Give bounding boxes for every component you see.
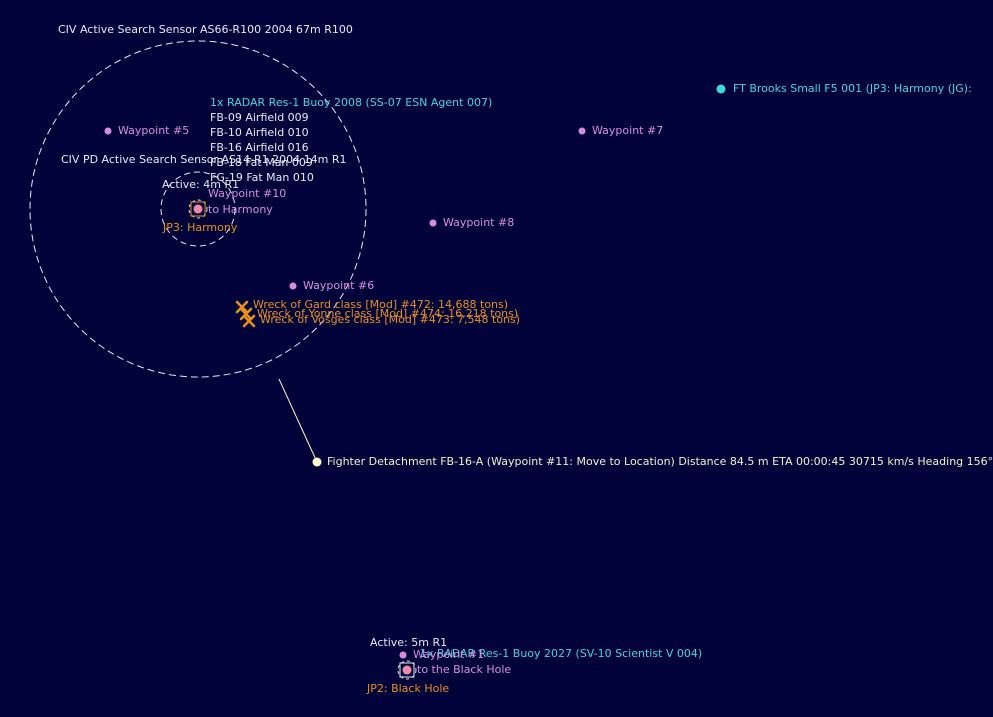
fleet-fb18-label[interactable]: FB-18 Fat Man 009	[210, 156, 313, 169]
waypoint-8-icon[interactable]	[429, 219, 437, 227]
harmony-active-label: Active: 4m R1	[162, 178, 240, 191]
fleet-fg19-label[interactable]: FG-19 Fat Man 010	[210, 171, 314, 184]
waypoint-6-icon[interactable]	[289, 282, 297, 290]
waypoint-10-label[interactable]: Waypoint #10	[208, 187, 287, 200]
wreck-vosges-label[interactable]: Wreck of Vosges class [Mod] #473: 7,548 …	[260, 313, 521, 326]
fleet-fb16-label[interactable]: FB-16 Airfield 016	[210, 141, 309, 154]
waypoint-7-icon[interactable]	[578, 127, 586, 135]
harmony-inner-ring	[188, 199, 208, 219]
civ-active-sensor-ring	[29, 40, 367, 378]
wreck-yonne-icon[interactable]	[239, 307, 253, 321]
tactical-map[interactable]	[0, 0, 965, 717]
waypoint-6-label[interactable]: Waypoint #6	[303, 279, 375, 292]
fleet-fb09-label[interactable]: FB-09 Airfield 009	[210, 111, 309, 124]
radar-buoy-2008-label[interactable]: 1x RADAR Res-1 Buoy 2008 (SS-07 ESN Agen…	[210, 96, 493, 109]
ft-brooks-contact-icon[interactable]	[716, 84, 726, 94]
waypoint-1-label[interactable]: Waypoint #1	[413, 648, 485, 661]
waypoint-1-icon[interactable]	[399, 651, 407, 659]
blackhole-active-label: Active: 5m R1	[370, 636, 448, 649]
wreck-yonne-label[interactable]: Wreck of Yonne class [Mod] #474: 16,218 …	[257, 307, 519, 320]
fighter-detachment-label[interactable]: Fighter Detachment FB-16-A (Waypoint #11…	[327, 455, 993, 468]
radar-buoy-2027-label[interactable]: 1x RADAR Res-1 Buoy 2027 (SV-10 Scientis…	[420, 647, 703, 660]
blackhole-inner-ring	[397, 660, 417, 680]
jump-point-blackhole-label[interactable]: JP2: Black Hole	[367, 682, 450, 695]
waypoint-8-label[interactable]: Waypoint #8	[443, 216, 515, 229]
fleet-fb10-label[interactable]: FB-10 Airfield 010	[210, 126, 309, 139]
waypoint-10-sub-label: to Harmony	[208, 203, 273, 216]
wreck-vosges-icon[interactable]	[242, 314, 256, 328]
wreck-gard-icon[interactable]	[235, 300, 249, 314]
waypoint-7-label[interactable]: Waypoint #7	[592, 124, 664, 137]
ft-brooks-label[interactable]: FT Brooks Small F5 001 (JP3: Harmony (JG…	[733, 82, 972, 95]
fighter-detachment-icon[interactable]	[312, 457, 322, 467]
civ-active-sensor-label: CIV Active Search Sensor AS66-R100 2004 …	[58, 23, 353, 36]
waypoint-5-label[interactable]: Waypoint #5	[118, 124, 190, 137]
wreck-gard-label[interactable]: Wreck of Gard class [Mod] #472: 14,688 t…	[253, 298, 509, 311]
jump-point-harmony-marker[interactable]	[190, 201, 206, 217]
jump-point-blackhole-marker[interactable]	[399, 662, 415, 678]
waypoint-5-icon[interactable]	[104, 127, 112, 135]
waypoint-1-sub-label: to the Black Hole	[417, 663, 512, 676]
jump-point-harmony-icon[interactable]	[193, 204, 203, 214]
jump-point-harmony-label[interactable]: JP3: Harmony	[163, 221, 238, 234]
pd-sensor-ring	[160, 171, 236, 247]
civ-pd-sensor-label: CIV PD Active Search Sensor AS14-R1 2004…	[61, 153, 347, 166]
detachment-move-line	[278, 378, 318, 463]
jump-point-blackhole-icon[interactable]	[402, 665, 412, 675]
